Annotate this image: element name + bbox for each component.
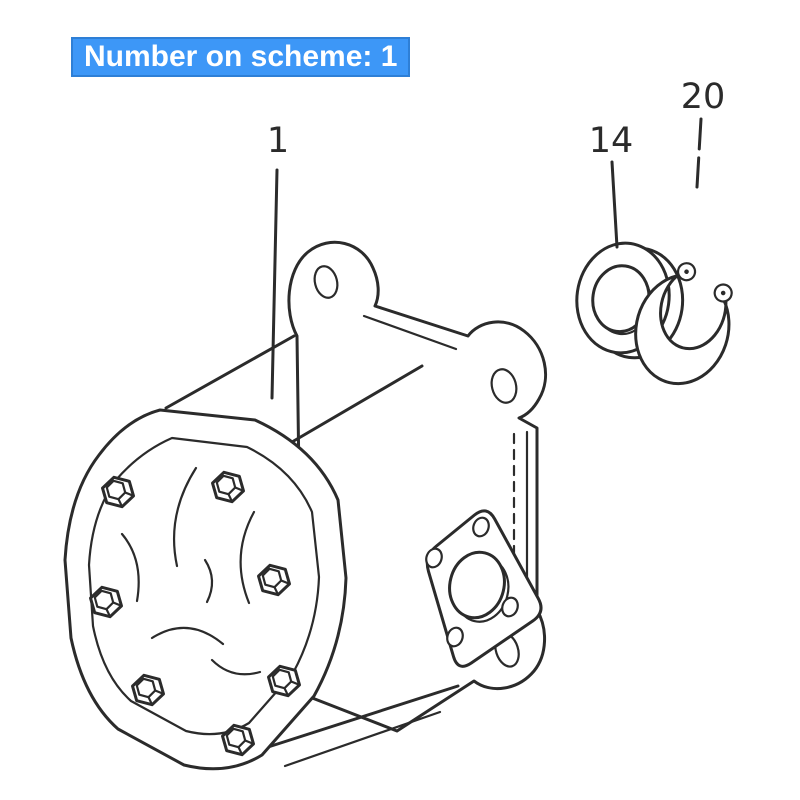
hex-bolt xyxy=(221,723,255,757)
port-flange xyxy=(425,509,543,668)
part-label-14: 14 xyxy=(589,121,634,161)
hex-bolt xyxy=(257,563,291,597)
hex-bolt xyxy=(89,585,123,619)
port-center-hole xyxy=(448,550,506,620)
part-label-20: 20 xyxy=(681,77,726,117)
port-bolt-hole xyxy=(501,596,519,618)
scheme-number-badge: Number on scheme: 1 xyxy=(71,37,411,77)
hex-bolt xyxy=(101,475,135,509)
hex-bolt xyxy=(131,673,165,707)
port-bolt-hole xyxy=(425,547,443,569)
leader-lines xyxy=(270,117,703,400)
port-bolt-hole xyxy=(472,516,490,538)
flange-hole-right xyxy=(490,368,518,404)
leader-part-1 xyxy=(270,168,279,400)
flange-hole-top xyxy=(313,265,339,299)
front-housing xyxy=(63,408,348,771)
snap-ring xyxy=(634,262,733,386)
leader-part-20 xyxy=(695,117,703,189)
hex-bolt xyxy=(267,664,301,698)
hex-bolt xyxy=(211,470,245,504)
port-bolt-hole xyxy=(446,626,464,648)
leader-part-14 xyxy=(610,160,619,249)
part-label-1: 1 xyxy=(267,121,289,161)
